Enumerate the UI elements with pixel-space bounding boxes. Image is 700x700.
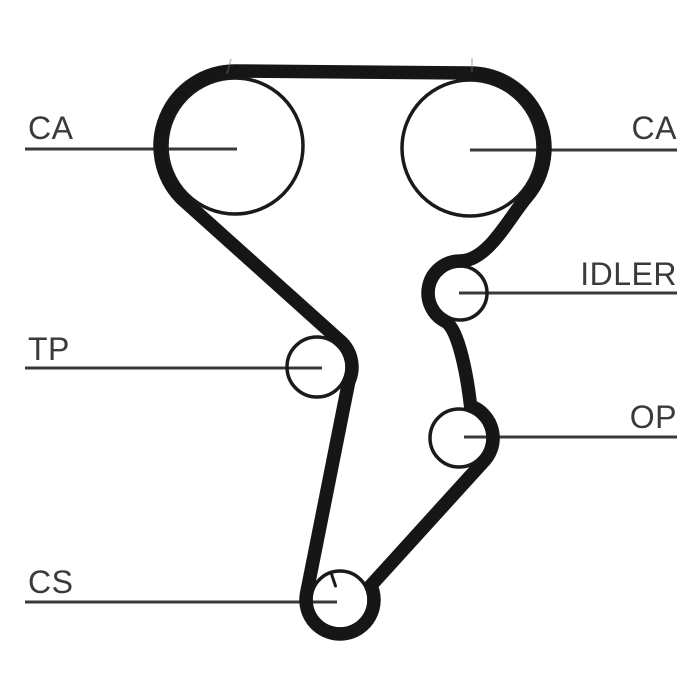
label-tp: TP [28,331,70,367]
belt-timing-marks [226,58,473,75]
label-op: OP [630,399,677,435]
diagram-labels: CA CA IDLER TP OP CS [28,110,677,600]
label-idler: IDLER [580,256,677,292]
cs-index-mark [329,571,337,588]
label-ca-right: CA [632,110,678,146]
belt-path [153,64,552,641]
label-ca-left: CA [28,110,74,146]
label-cs: CS [28,564,73,600]
timing-mark-left [226,58,232,75]
pulley-circle-ca-right [400,78,540,218]
pulley-circle-ca-left [165,76,305,216]
